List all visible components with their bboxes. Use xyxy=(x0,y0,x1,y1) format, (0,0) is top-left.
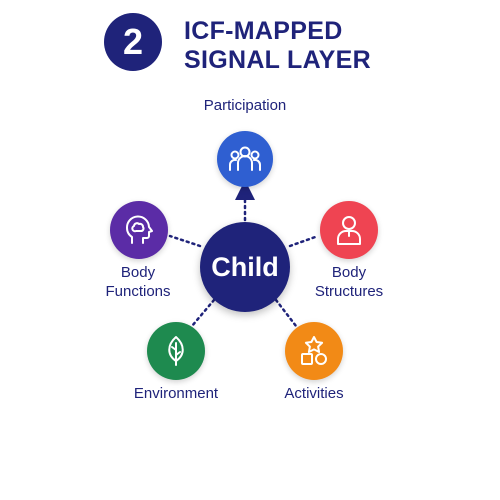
body-functions-label-line-1: Body xyxy=(120,264,156,281)
body-structures-label: Body Structures xyxy=(315,263,383,301)
body-structures-label-line-1: Body xyxy=(331,264,367,281)
step-number: 2 xyxy=(122,21,144,62)
activities-node xyxy=(285,322,343,380)
page-title: ICF-MAPPED SIGNAL LAYER xyxy=(184,17,371,75)
participation-label: Participation xyxy=(203,97,287,114)
head-brain-icon xyxy=(125,215,153,244)
leaf-icon xyxy=(168,336,184,366)
connector-environment xyxy=(190,298,216,328)
body-functions-label-line-2: Functions xyxy=(105,283,171,300)
connector-body-functions xyxy=(168,234,202,248)
connector-body-structures xyxy=(288,234,320,248)
participation-node xyxy=(217,131,273,187)
body-structures-label-line-2: Structures xyxy=(314,283,384,300)
environment-node xyxy=(147,322,205,380)
body-functions-label: Body Functions xyxy=(105,263,170,301)
title-line-2: SIGNAL LAYER xyxy=(184,46,371,74)
shapes-icon xyxy=(301,336,327,365)
body-structures-node xyxy=(320,201,378,259)
environment-label: Environment xyxy=(133,385,219,402)
center-hub: Child xyxy=(200,222,290,312)
center-label: Child xyxy=(211,251,279,282)
person-icon xyxy=(337,216,361,245)
connector-activities xyxy=(274,298,298,328)
title-line-1: ICF-MAPPED xyxy=(184,17,343,45)
step-number-badge: 2 xyxy=(104,13,162,71)
activities-label: Activities xyxy=(284,385,344,402)
body-functions-node xyxy=(110,201,168,259)
people-group-icon xyxy=(229,146,261,171)
